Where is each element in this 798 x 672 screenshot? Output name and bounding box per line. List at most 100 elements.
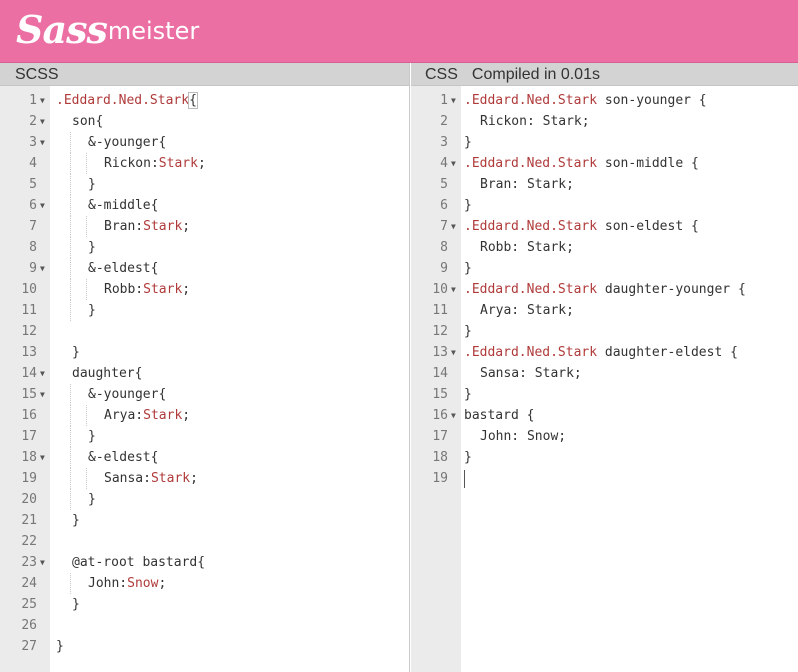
- indent-guide: [70, 237, 71, 258]
- selector-token: .Eddard.Ned.Stark: [56, 93, 190, 108]
- fold-arrow-icon[interactable]: ▼: [40, 369, 45, 378]
- code-token: Sansa: Stark;: [480, 366, 582, 381]
- fold-arrow-icon[interactable]: ▼: [451, 348, 456, 357]
- text-cursor: [464, 470, 465, 488]
- fold-arrow-icon[interactable]: ▼: [40, 453, 45, 462]
- line-number: 8: [440, 240, 448, 255]
- fold-arrow-icon[interactable]: ▼: [40, 264, 45, 273]
- indent-guide: [70, 174, 71, 195]
- fold-arrow-icon[interactable]: ▼: [40, 117, 45, 126]
- code-text: }: [88, 489, 96, 510]
- code-line[interactable]: 6▼&-middle{: [0, 195, 409, 216]
- code-line[interactable]: 11}: [0, 300, 409, 321]
- fold-arrow-icon[interactable]: ▼: [40, 558, 45, 567]
- code-line[interactable]: 18}: [411, 447, 798, 468]
- code-line[interactable]: 1▼.Eddard.Ned.Stark son-younger {: [411, 90, 798, 111]
- line-number: 6: [29, 198, 37, 213]
- code-line[interactable]: 12}: [411, 321, 798, 342]
- fold-arrow-icon[interactable]: ▼: [40, 96, 45, 105]
- code-line[interactable]: 15}: [411, 384, 798, 405]
- code-line[interactable]: 12: [0, 321, 409, 342]
- fold-arrow-icon[interactable]: ▼: [451, 285, 456, 294]
- indent-guide: [70, 405, 71, 426]
- code-line[interactable]: 9}: [411, 258, 798, 279]
- code-line[interactable]: 22: [0, 531, 409, 552]
- indent-guide: [86, 279, 87, 300]
- fold-arrow-icon[interactable]: ▼: [451, 159, 456, 168]
- value-token: Stark: [158, 156, 198, 171]
- line-number: 21: [21, 513, 37, 528]
- code-line[interactable]: 8}: [0, 237, 409, 258]
- code-line[interactable]: 1▼.Eddard.Ned.Stark{: [0, 90, 409, 111]
- line-number: 10: [21, 282, 37, 297]
- fold-arrow-icon[interactable]: ▼: [40, 201, 45, 210]
- code-line[interactable]: 15▼&-younger{: [0, 384, 409, 405]
- logo-script-text: Sass: [16, 7, 108, 52]
- code-token: }: [464, 135, 472, 150]
- code-line[interactable]: 19: [411, 468, 798, 489]
- fold-arrow-icon[interactable]: ▼: [451, 411, 456, 420]
- selector-token: .Eddard.Ned.Stark: [464, 156, 598, 171]
- code-line[interactable]: 3▼&-younger{: [0, 132, 409, 153]
- code-line[interactable]: 17}: [0, 426, 409, 447]
- line-number: 15: [21, 387, 37, 402]
- code-line[interactable]: 4▼.Eddard.Ned.Stark son-middle {: [411, 153, 798, 174]
- code-line[interactable]: 5}: [0, 174, 409, 195]
- line-number: 19: [432, 471, 448, 486]
- logo-text: meister: [107, 17, 200, 45]
- code-line[interactable]: 13▼.Eddard.Ned.Stark daughter-eldest {: [411, 342, 798, 363]
- code-line[interactable]: 7▼.Eddard.Ned.Stark son-eldest {: [411, 216, 798, 237]
- code-line[interactable]: 18▼&-eldest{: [0, 447, 409, 468]
- code-token: John:: [88, 576, 128, 591]
- code-line[interactable]: 21}: [0, 510, 409, 531]
- fold-arrow-icon[interactable]: ▼: [40, 390, 45, 399]
- code-token: &-eldest{: [88, 261, 159, 276]
- code-token: ;: [190, 471, 198, 486]
- code-token: ;: [182, 219, 191, 234]
- scss-panel-title: SCSS: [15, 66, 59, 83]
- fold-arrow-icon[interactable]: ▼: [451, 222, 456, 231]
- code-token: ;: [182, 408, 191, 423]
- code-line[interactable]: 14▼daughter{: [0, 363, 409, 384]
- code-line[interactable]: 6}: [411, 195, 798, 216]
- code-line[interactable]: 26: [0, 615, 409, 636]
- code-line[interactable]: 16▼bastard {: [411, 405, 798, 426]
- line-number: 25: [21, 597, 37, 612]
- fold-arrow-icon[interactable]: ▼: [40, 138, 45, 147]
- code-line[interactable]: 13}: [0, 342, 409, 363]
- code-line[interactable]: 20}: [0, 489, 409, 510]
- code-line[interactable]: 25}: [0, 594, 409, 615]
- fold-arrow-icon[interactable]: ▼: [451, 96, 456, 105]
- code-text: }: [88, 426, 96, 447]
- code-line[interactable]: 9▼&-eldest{: [0, 258, 409, 279]
- code-line[interactable]: 27}: [0, 636, 409, 657]
- code-text: &-eldest{: [88, 258, 158, 279]
- code-line[interactable]: 23▼@at-root bastard{: [0, 552, 409, 573]
- code-line[interactable]: 3}: [411, 132, 798, 153]
- code-line[interactable]: 2▼son{: [0, 111, 409, 132]
- code-text: @at-root bastard{: [72, 552, 205, 573]
- line-number: 1: [440, 93, 448, 108]
- code-text: }: [88, 300, 96, 321]
- indent-guide: [70, 447, 71, 468]
- line-number: 1: [29, 93, 37, 108]
- code-line[interactable]: 10▼.Eddard.Ned.Stark daughter-younger {: [411, 279, 798, 300]
